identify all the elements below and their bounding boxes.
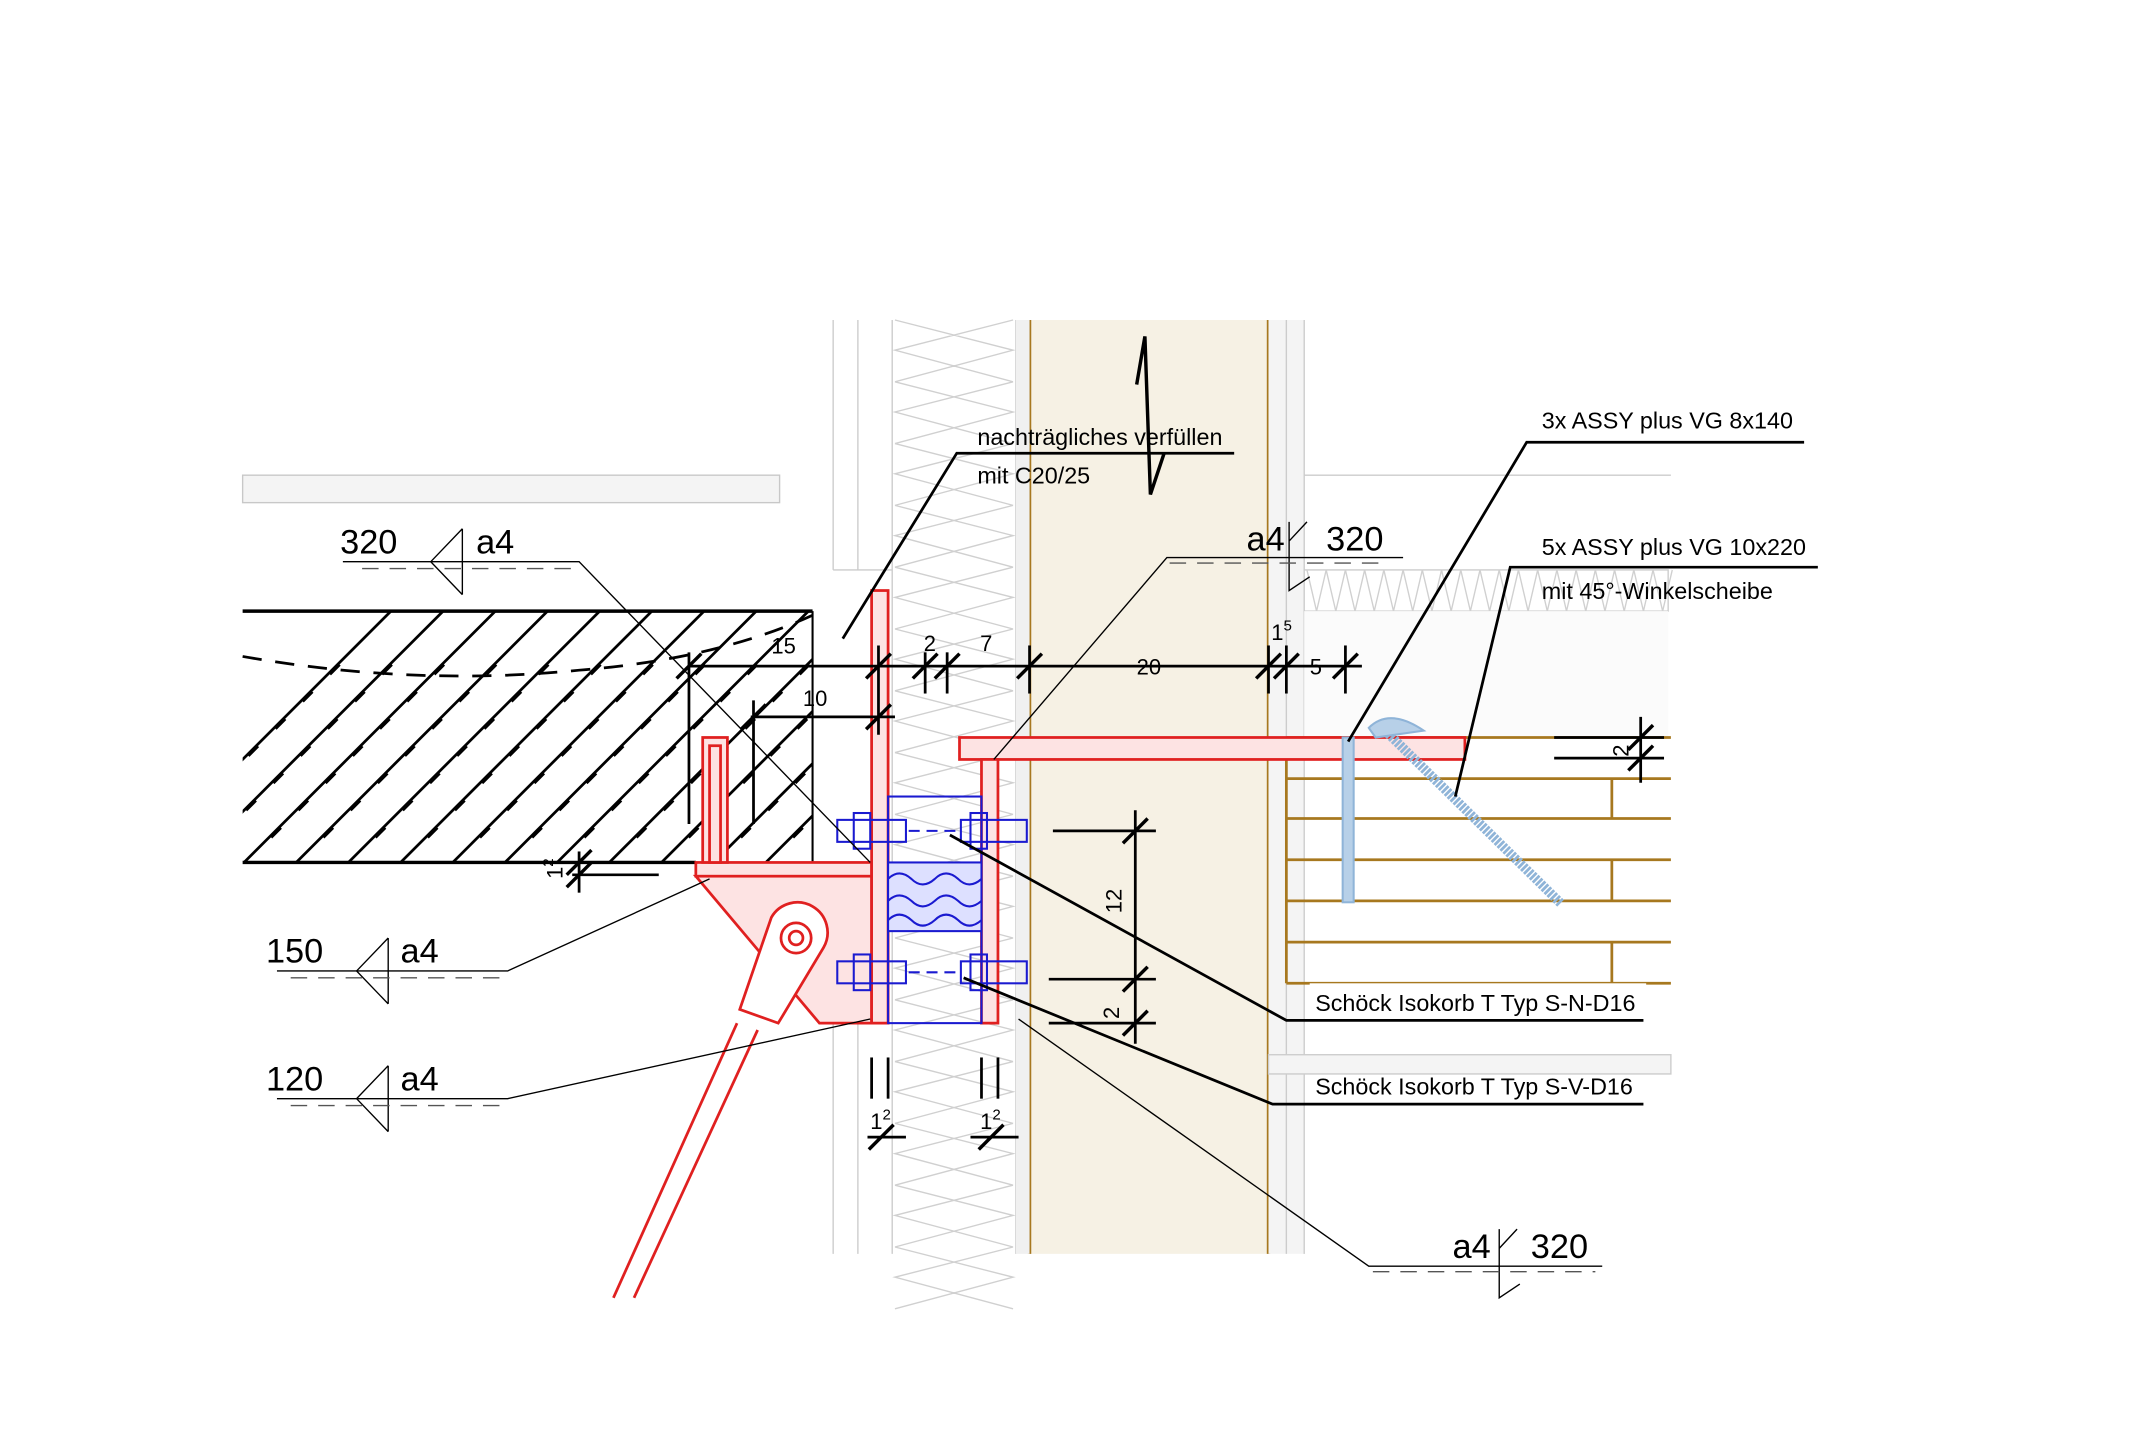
weld-throat: a4	[1453, 1228, 1491, 1266]
weld-throat: a4	[401, 1060, 439, 1098]
timber-screws	[1341, 717, 1565, 908]
leader-lines	[276, 440, 1818, 1267]
weld-symbol-1: 320 a4	[340, 523, 580, 596]
dim-2: 2	[924, 631, 936, 656]
dim-2-vertical: 2	[1099, 1007, 1124, 1019]
dimension-lines	[565, 645, 1665, 1151]
weld-length: 120	[266, 1060, 323, 1098]
weld-length: 320	[1326, 521, 1383, 559]
steel-bracket	[692, 589, 1467, 1025]
wall-insulation-pattern	[892, 319, 1016, 1310]
dim-12: 12	[1102, 889, 1127, 913]
dim-1-2-right: 12	[980, 1106, 1001, 1134]
fill-note-line2: mit C20/25	[977, 462, 1090, 488]
weld-length: 150	[266, 933, 323, 971]
fill-note-line1: nachträgliches verfüllen	[977, 424, 1222, 450]
isokorb-connector	[836, 795, 1028, 1025]
dim-15: 15	[771, 634, 795, 659]
screw-label-2-washer: mit 45°-Winkelscheibe	[1542, 578, 1773, 604]
weld-symbol-4: a4 320	[1169, 521, 1390, 592]
concrete-balcony-slab	[242, 609, 814, 865]
weld-symbol-2: 150 a4	[266, 933, 508, 1005]
dim-1-2-left: 12	[870, 1106, 891, 1134]
isokorb-n-label: Schöck Isokorb T Typ S-N-D16	[1315, 990, 1635, 1016]
dim-1-2-slab: 12	[540, 858, 568, 879]
weld-symbol-5: a4 320	[1372, 1228, 1596, 1300]
dimension-labels: 15 10 2 7 20 15 5 12 2 12 12 12 2	[540, 617, 1633, 1134]
weld-throat: a4	[401, 933, 439, 971]
dim-1-5: 15	[1271, 617, 1292, 645]
weld-throat: a4	[1247, 521, 1285, 559]
timber-floor	[1267, 474, 1673, 1075]
screw-label-2: 5x ASSY plus VG 10x220	[1542, 534, 1806, 560]
weld-throat: a4	[476, 523, 514, 561]
upper-floor-outline	[241, 474, 781, 504]
dim-7: 7	[980, 631, 992, 656]
weld-length: 320	[1531, 1228, 1588, 1266]
isokorb-v-label: Schöck Isokorb T Typ S-V-D16	[1315, 1074, 1633, 1100]
dim-2-timber: 2	[1608, 744, 1633, 756]
section-cut-marker	[1134, 336, 1166, 495]
tie-rod	[612, 900, 829, 1299]
annotation-labels: nachträgliches verfüllen mit C20/25 3x A…	[977, 407, 1806, 1099]
weld-symbols: 320 a4 150 a4 120 a4 a4 320 a4 320	[266, 521, 1596, 1300]
dim-20: 20	[1137, 654, 1161, 679]
screw-label-1: 3x ASSY plus VG 8x140	[1542, 407, 1793, 433]
weld-length: 320	[340, 523, 397, 561]
dim-10: 10	[803, 686, 827, 711]
weld-symbol-3: 120 a4	[266, 1060, 508, 1133]
dim-5: 5	[1310, 654, 1322, 679]
